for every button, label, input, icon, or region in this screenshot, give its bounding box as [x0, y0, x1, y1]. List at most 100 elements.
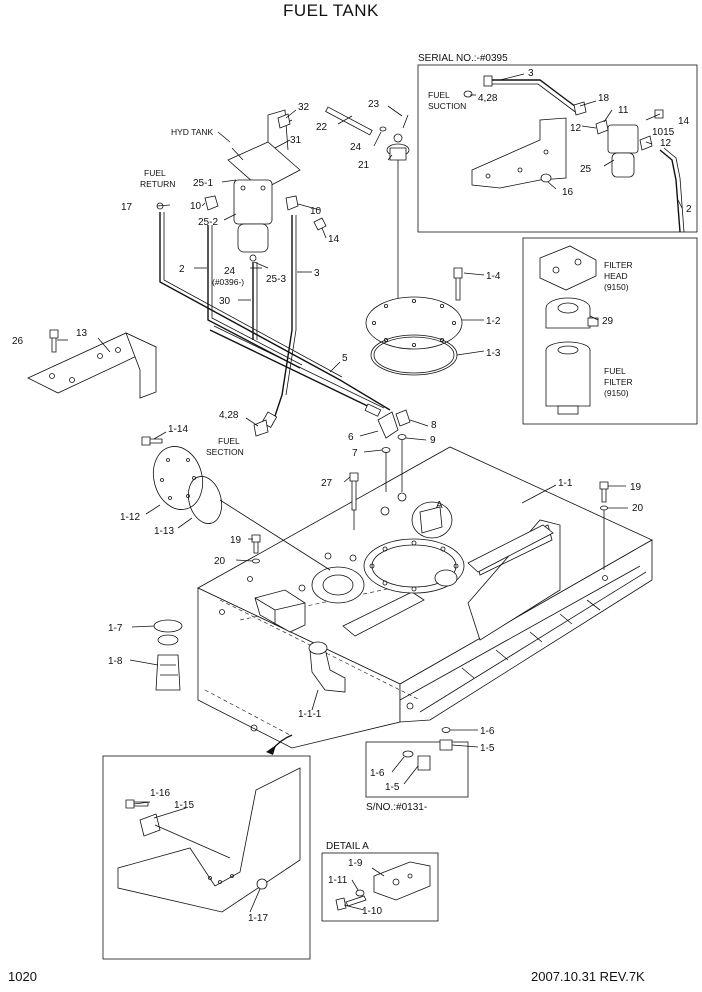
label-1-17: 1-17 [248, 913, 268, 924]
date-revision: 2007.10.31 REV.7K [531, 969, 645, 984]
cover-plate-inset [117, 767, 301, 913]
label-1-13: 1-13 [154, 526, 174, 537]
cover-plate-bolts [371, 298, 456, 347]
label-20-right: 20 [632, 503, 644, 514]
label-s-18: 18 [598, 93, 610, 104]
filter-head-label-1: FILTER [604, 260, 633, 270]
detail-a-parts [335, 861, 431, 911]
label-26: 26 [12, 336, 24, 347]
label-1-5-inset: 1-5 [385, 782, 400, 793]
label-24: 24 [350, 142, 362, 153]
detail-a-bracket [419, 506, 443, 534]
label-10-left: 10 [190, 201, 202, 212]
label-21: 21 [358, 160, 370, 171]
hyd-tank-note: HYD TANK [171, 127, 214, 137]
label-32: 32 [298, 102, 310, 113]
label-6: 6 [348, 432, 354, 443]
label-s-4-28: 4,28 [478, 93, 498, 104]
label-1-7: 1-7 [108, 623, 123, 634]
bolt-1-14 [141, 436, 163, 446]
bracket-13 [27, 332, 157, 399]
detail-a-circle [411, 501, 453, 539]
label-19-left: 19 [230, 535, 242, 546]
label-1-12: 1-12 [120, 512, 140, 523]
label-1-1-1: 1-1-1 [298, 709, 322, 720]
label-s-10-15: 1015 [652, 127, 675, 138]
bolt-19-left [251, 534, 261, 554]
label-1-6-inset: 1-6 [370, 768, 385, 779]
fuel-return-note-1: FUEL [144, 168, 166, 178]
label-4-28: 4,28 [219, 410, 239, 421]
label-3: 3 [314, 268, 320, 279]
label-1-1: 1-1 [558, 478, 573, 489]
bolt-27 [349, 472, 359, 511]
label-10-right: 10 [310, 206, 322, 217]
drain-oring-1-6 [441, 727, 451, 733]
connector-10a [204, 195, 219, 211]
label-24b: 24 [224, 266, 236, 277]
label-1-6: 1-6 [480, 726, 495, 737]
bolt-26 [49, 329, 59, 353]
fuel-return-note-2: RETURN [140, 179, 175, 189]
label-30: 30 [219, 296, 231, 307]
label-1-8: 1-8 [108, 656, 123, 667]
label-1-9: 1-9 [348, 858, 363, 869]
label-23: 23 [368, 99, 380, 110]
gasket-1-13 [187, 476, 223, 524]
drain-plug-inset [417, 755, 431, 771]
bolt-1-4 [453, 267, 463, 301]
label-25-1: 25-1 [193, 178, 213, 189]
fuel-section-note-1: FUEL [218, 436, 240, 446]
fuel-tank-body [197, 446, 653, 755]
label-1-4: 1-4 [486, 271, 501, 282]
label-31: 31 [290, 135, 302, 146]
serial-0396-note: (#0396-) [212, 277, 244, 287]
fuel-filter-assembly [227, 109, 301, 262]
label-s-14: 14 [678, 116, 690, 127]
page-number: 1020 [8, 969, 37, 984]
label-1-2: 1-2 [486, 316, 501, 327]
bolt-14 [313, 217, 327, 231]
strainer [153, 619, 183, 691]
detail-a-mark: A [436, 500, 443, 511]
label-17: 17 [121, 202, 133, 213]
label-2: 2 [179, 264, 185, 275]
drain-inset-box [365, 741, 469, 798]
cover-inset-box [102, 755, 311, 960]
label-25-3: 25-3 [266, 274, 286, 285]
drain-oring-inset [402, 750, 414, 758]
label-27: 27 [321, 478, 333, 489]
page-title: FUEL TANK [283, 1, 379, 20]
label-1-11: 1-11 [328, 875, 348, 886]
label-s-25: 25 [580, 164, 592, 175]
fuel-hose-22 [325, 106, 373, 136]
label-1-10: 1-10 [362, 906, 382, 917]
label-s-29: 29 [602, 316, 614, 327]
label-9: 9 [430, 435, 436, 446]
filter-inset-parts [539, 245, 599, 415]
label-s-16: 16 [562, 187, 574, 198]
serial-suction: SUCTION [428, 101, 466, 111]
label-1-15: 1-15 [174, 800, 194, 811]
serial-inset-title: SERIAL NO.:-#0395 [418, 53, 508, 64]
label-7: 7 [352, 448, 358, 459]
label-s-12b: 12 [660, 138, 672, 149]
serial-inset-box [417, 64, 698, 233]
oring-24 [379, 126, 387, 132]
cover-plate [365, 296, 463, 350]
label-20-left: 20 [214, 556, 226, 567]
label-1-5: 1-5 [480, 743, 495, 754]
label-19-right: 19 [630, 482, 642, 493]
label-14: 14 [328, 234, 340, 245]
inspection-cover-1-12 [152, 446, 204, 510]
fuel-filter-label-3: (9150) [604, 388, 629, 398]
label-5: 5 [342, 353, 348, 364]
detail-a-title: DETAIL A [326, 841, 369, 852]
label-22: 22 [316, 122, 328, 133]
label-1-16: 1-16 [150, 788, 170, 799]
elbow-fitting-6 [377, 411, 399, 439]
filter-head-label-3: (9150) [604, 282, 629, 292]
serial-inset-parts [463, 75, 685, 233]
detail-a-box [321, 852, 439, 922]
